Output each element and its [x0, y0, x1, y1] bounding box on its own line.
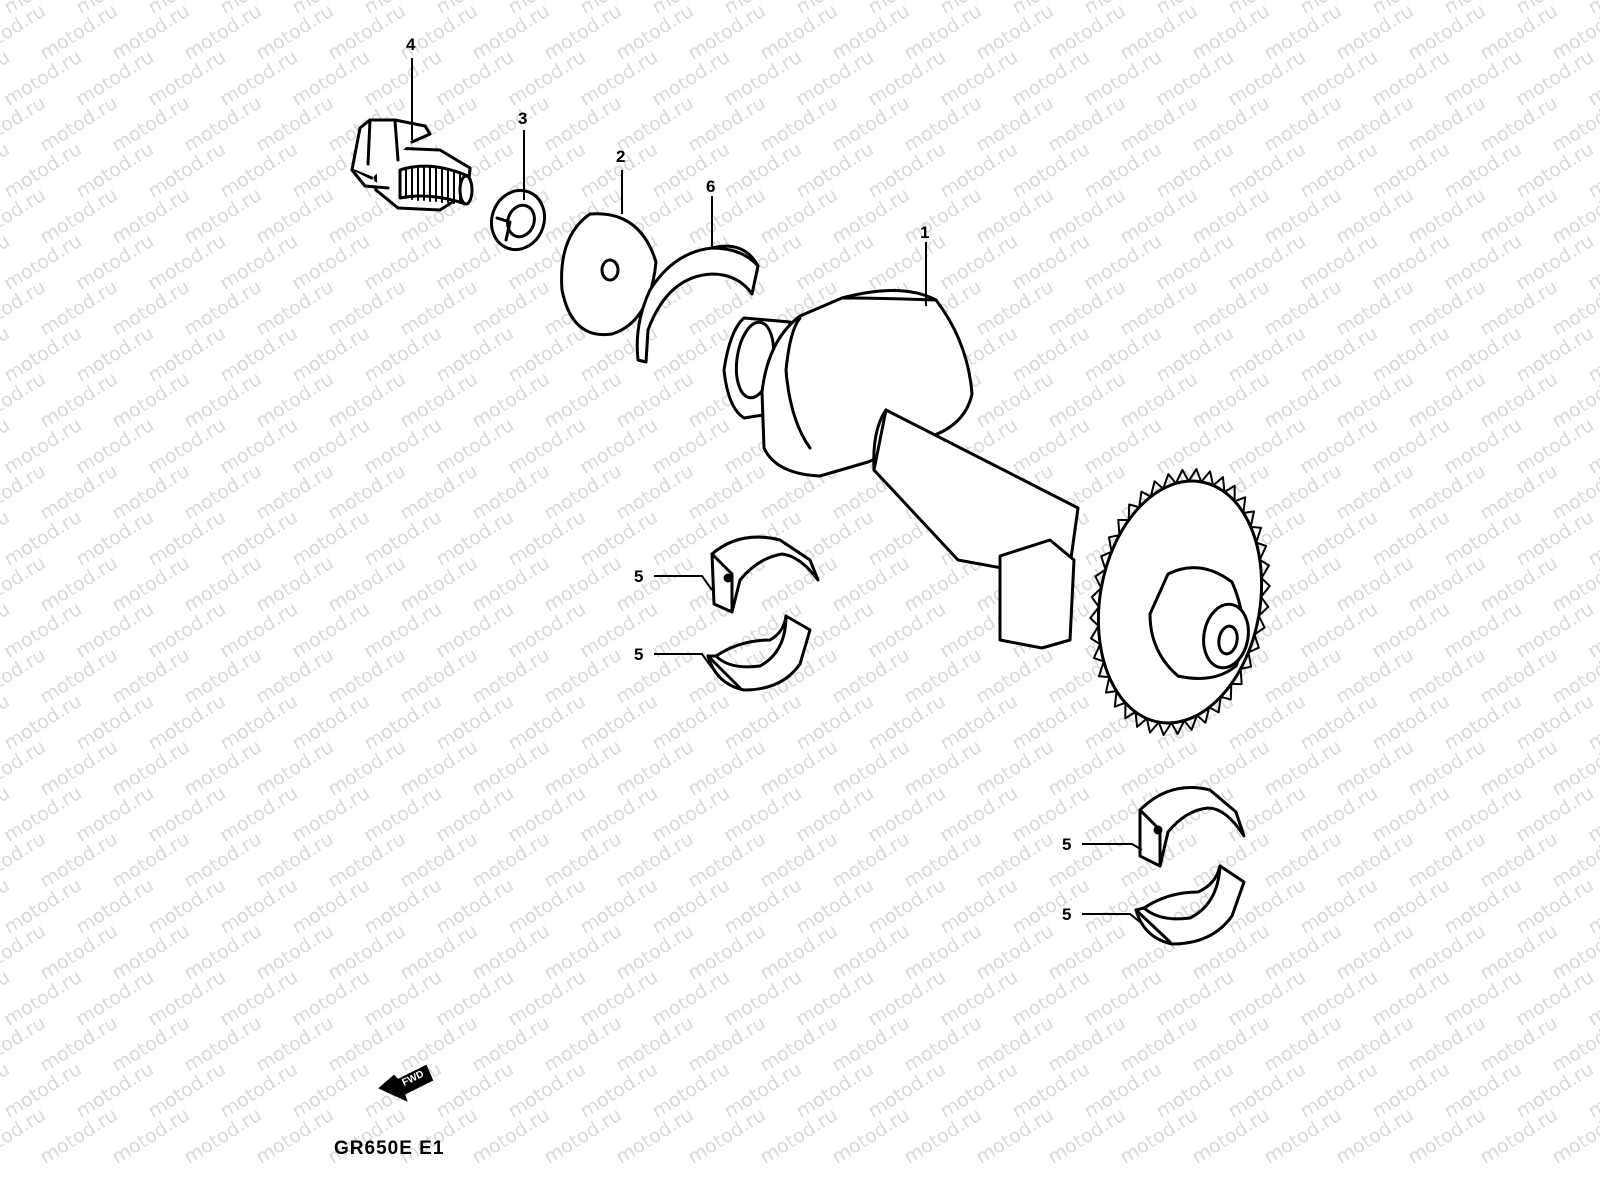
- callout-2: 2: [616, 147, 625, 166]
- washer-part: [560, 212, 658, 337]
- bearing-upper-right-part: [1138, 786, 1246, 868]
- callout-6: 6: [706, 177, 715, 196]
- callout-1: 1: [920, 223, 929, 242]
- callout-5-upper-left: 5: [634, 567, 643, 586]
- model-code: GR650E E1: [334, 1138, 445, 1159]
- callout-5-lower-right: 5: [1062, 905, 1071, 924]
- leader-lines: [411, 58, 1143, 923]
- thrust-washer-part: [635, 244, 760, 364]
- bearing-lower-left-part: [706, 614, 812, 692]
- fwd-arrow-icon: FWD: [378, 1064, 434, 1102]
- bearing-upper-left-part: [710, 535, 820, 614]
- callout-5-upper-right: 5: [1062, 835, 1071, 854]
- bearing-lower-right-part: [1134, 864, 1246, 946]
- balancer-shaft-part: [722, 289, 1264, 725]
- callout-3: 3: [518, 109, 527, 128]
- callout-4: 4: [406, 35, 416, 54]
- lock-washer-part: [490, 188, 546, 252]
- callout-5-lower-left: 5: [634, 645, 643, 664]
- gear-tooth-outline: [1089, 468, 1271, 736]
- gear-teeth: [1089, 468, 1271, 736]
- bolt-part: [350, 118, 474, 212]
